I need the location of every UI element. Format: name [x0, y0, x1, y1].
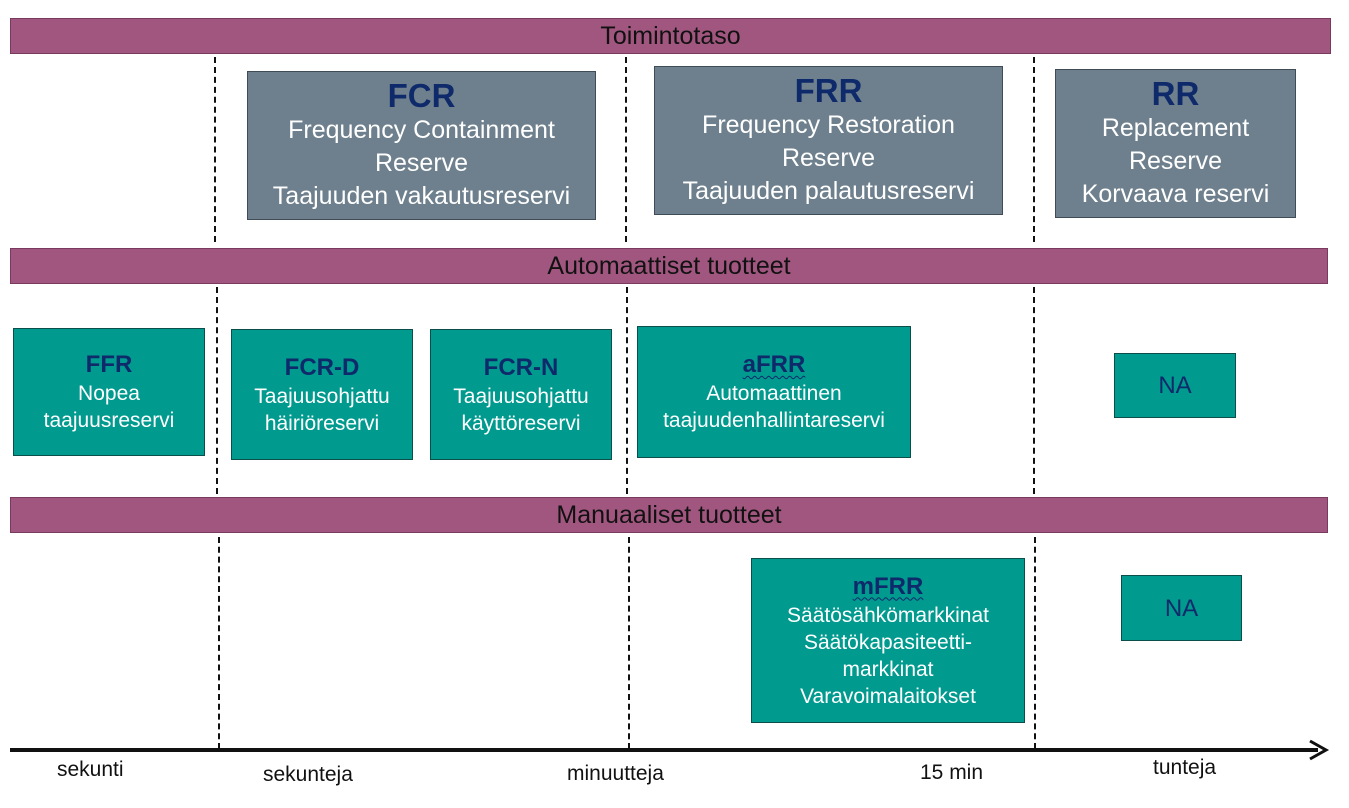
band-label: Toimintotaso — [600, 21, 741, 50]
box-line: Reserve — [781, 144, 876, 172]
box-line: Frequency Restoration — [702, 111, 955, 139]
time-axis-arrow — [10, 739, 1330, 761]
rr-box: RR Replacement Reserve Korvaava reservi — [1055, 69, 1296, 218]
box-abbreviation: FCR — [387, 77, 456, 114]
box-line: häiriöreservi — [264, 411, 380, 435]
box-line: Automaattinen — [706, 382, 842, 405]
box-line: Taajuusohjattu — [254, 384, 390, 408]
separator-line — [214, 57, 216, 242]
time-label-15min: 15 min — [920, 761, 984, 784]
band-label: Automaattiset tuotteet — [547, 251, 791, 280]
box-line: Replacement — [1101, 114, 1250, 142]
fcr-box: FCR Frequency Containment Reserve Taajuu… — [247, 71, 596, 220]
time-label-tunteja: tunteja — [1153, 756, 1217, 779]
fcr-d-box: FCR-D Taajuusohjattu häiriöreservi — [231, 329, 413, 460]
na-box-manual: NA — [1121, 575, 1242, 641]
box-line: Säätökapasiteetti- — [803, 630, 973, 654]
separator-line — [218, 537, 220, 749]
separator-line — [625, 57, 627, 242]
box-abbreviation: FRR — [794, 72, 863, 109]
box-line: Frequency Containment — [288, 116, 555, 144]
box-line: Reserve — [1128, 147, 1223, 175]
box-abbreviation: mFRR — [852, 572, 924, 600]
box-line: Taajuusohjattu — [453, 384, 589, 408]
separator-line — [626, 287, 628, 494]
box-line: taajuusreservi — [43, 409, 175, 432]
box-line: Taajuuden palautusreservi — [682, 177, 975, 205]
frr-box: FRR Frequency Restoration Reserve Taajuu… — [654, 66, 1003, 215]
na-box-automatic: NA — [1114, 353, 1236, 418]
na-label: NA — [1158, 372, 1192, 399]
separator-line — [1034, 537, 1036, 749]
separator-line — [1033, 287, 1035, 494]
afrr-box: aFRR Automaattinen taajuudenhallintarese… — [637, 326, 911, 458]
box-line: Säätösähkömarkkinat — [787, 603, 989, 627]
box-line: Reserve — [374, 149, 469, 177]
box-abbreviation: FCR-N — [483, 353, 559, 381]
box-abbreviation: aFRR — [742, 351, 806, 378]
band-label: Manuaaliset tuotteet — [556, 500, 782, 529]
na-label: NA — [1164, 594, 1199, 622]
fcr-n-box: FCR-N Taajuusohjattu käyttöreservi — [430, 329, 612, 460]
ffr-box: FFR Nopea taajuusreservi — [13, 328, 205, 456]
box-abbreviation: RR — [1151, 75, 1200, 112]
box-line: Korvaava reservi — [1081, 180, 1270, 208]
band-automaattiset: Automaattiset tuotteet — [10, 248, 1328, 284]
box-line: Taajuuden vakautusreservi — [272, 182, 571, 210]
separator-line — [216, 287, 218, 494]
separator-line — [628, 537, 630, 749]
time-label-sekunteja: sekunteja — [263, 763, 353, 786]
band-manuaaliset: Manuaaliset tuotteet — [10, 497, 1328, 533]
box-line: markkinat — [842, 657, 934, 681]
box-line: Varavoimalaitokset — [800, 684, 976, 708]
mfrr-box: mFRR Säätösähkömarkkinat Säätökapasiteet… — [751, 558, 1025, 723]
box-line: käyttöreservi — [461, 411, 581, 435]
box-line: taajuudenhallintareservi — [663, 409, 885, 432]
box-abbreviation: FCR-D — [284, 353, 360, 381]
time-label-minuutteja: minuutteja — [567, 762, 664, 785]
band-toimintotaso: Toimintotaso — [10, 18, 1331, 54]
time-label-sekunti: sekunti — [57, 758, 124, 781]
box-abbreviation: FFR — [85, 351, 133, 378]
box-line: Nopea — [78, 382, 140, 405]
separator-line — [1033, 57, 1035, 242]
